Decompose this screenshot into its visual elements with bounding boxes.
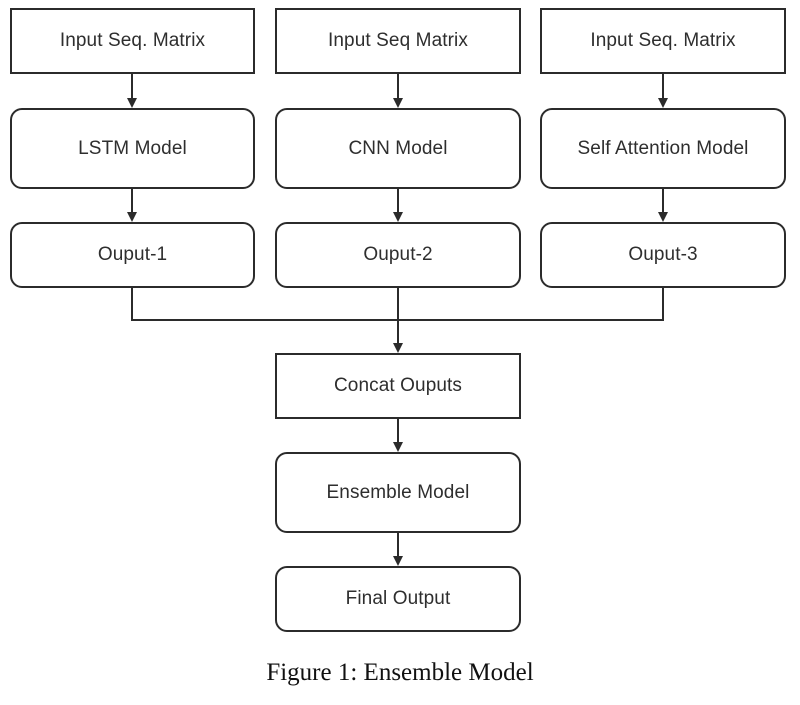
concat-outputs-node: Concat Ouputs [275, 353, 521, 419]
self-attention-model-node: Self Attention Model [540, 108, 786, 189]
cnn-model-node: CNN Model [275, 108, 521, 189]
input-seq-matrix-node-2: Input Seq Matrix [275, 8, 521, 74]
input-seq-matrix-node-1: Input Seq. Matrix [10, 8, 255, 74]
connector-output3-merge [398, 288, 664, 321]
output-2-node: Ouput-2 [275, 222, 521, 288]
output-1-node: Ouput-1 [10, 222, 255, 288]
input-seq-matrix-node-3: Input Seq. Matrix [540, 8, 786, 74]
ensemble-model-node: Ensemble Model [275, 452, 521, 533]
final-output-node: Final Output [275, 566, 521, 632]
output-3-node: Ouput-3 [540, 222, 786, 288]
connector-output1-merge [131, 288, 398, 321]
lstm-model-node: LSTM Model [10, 108, 255, 189]
figure-caption: Figure 1: Ensemble Model [266, 659, 534, 686]
